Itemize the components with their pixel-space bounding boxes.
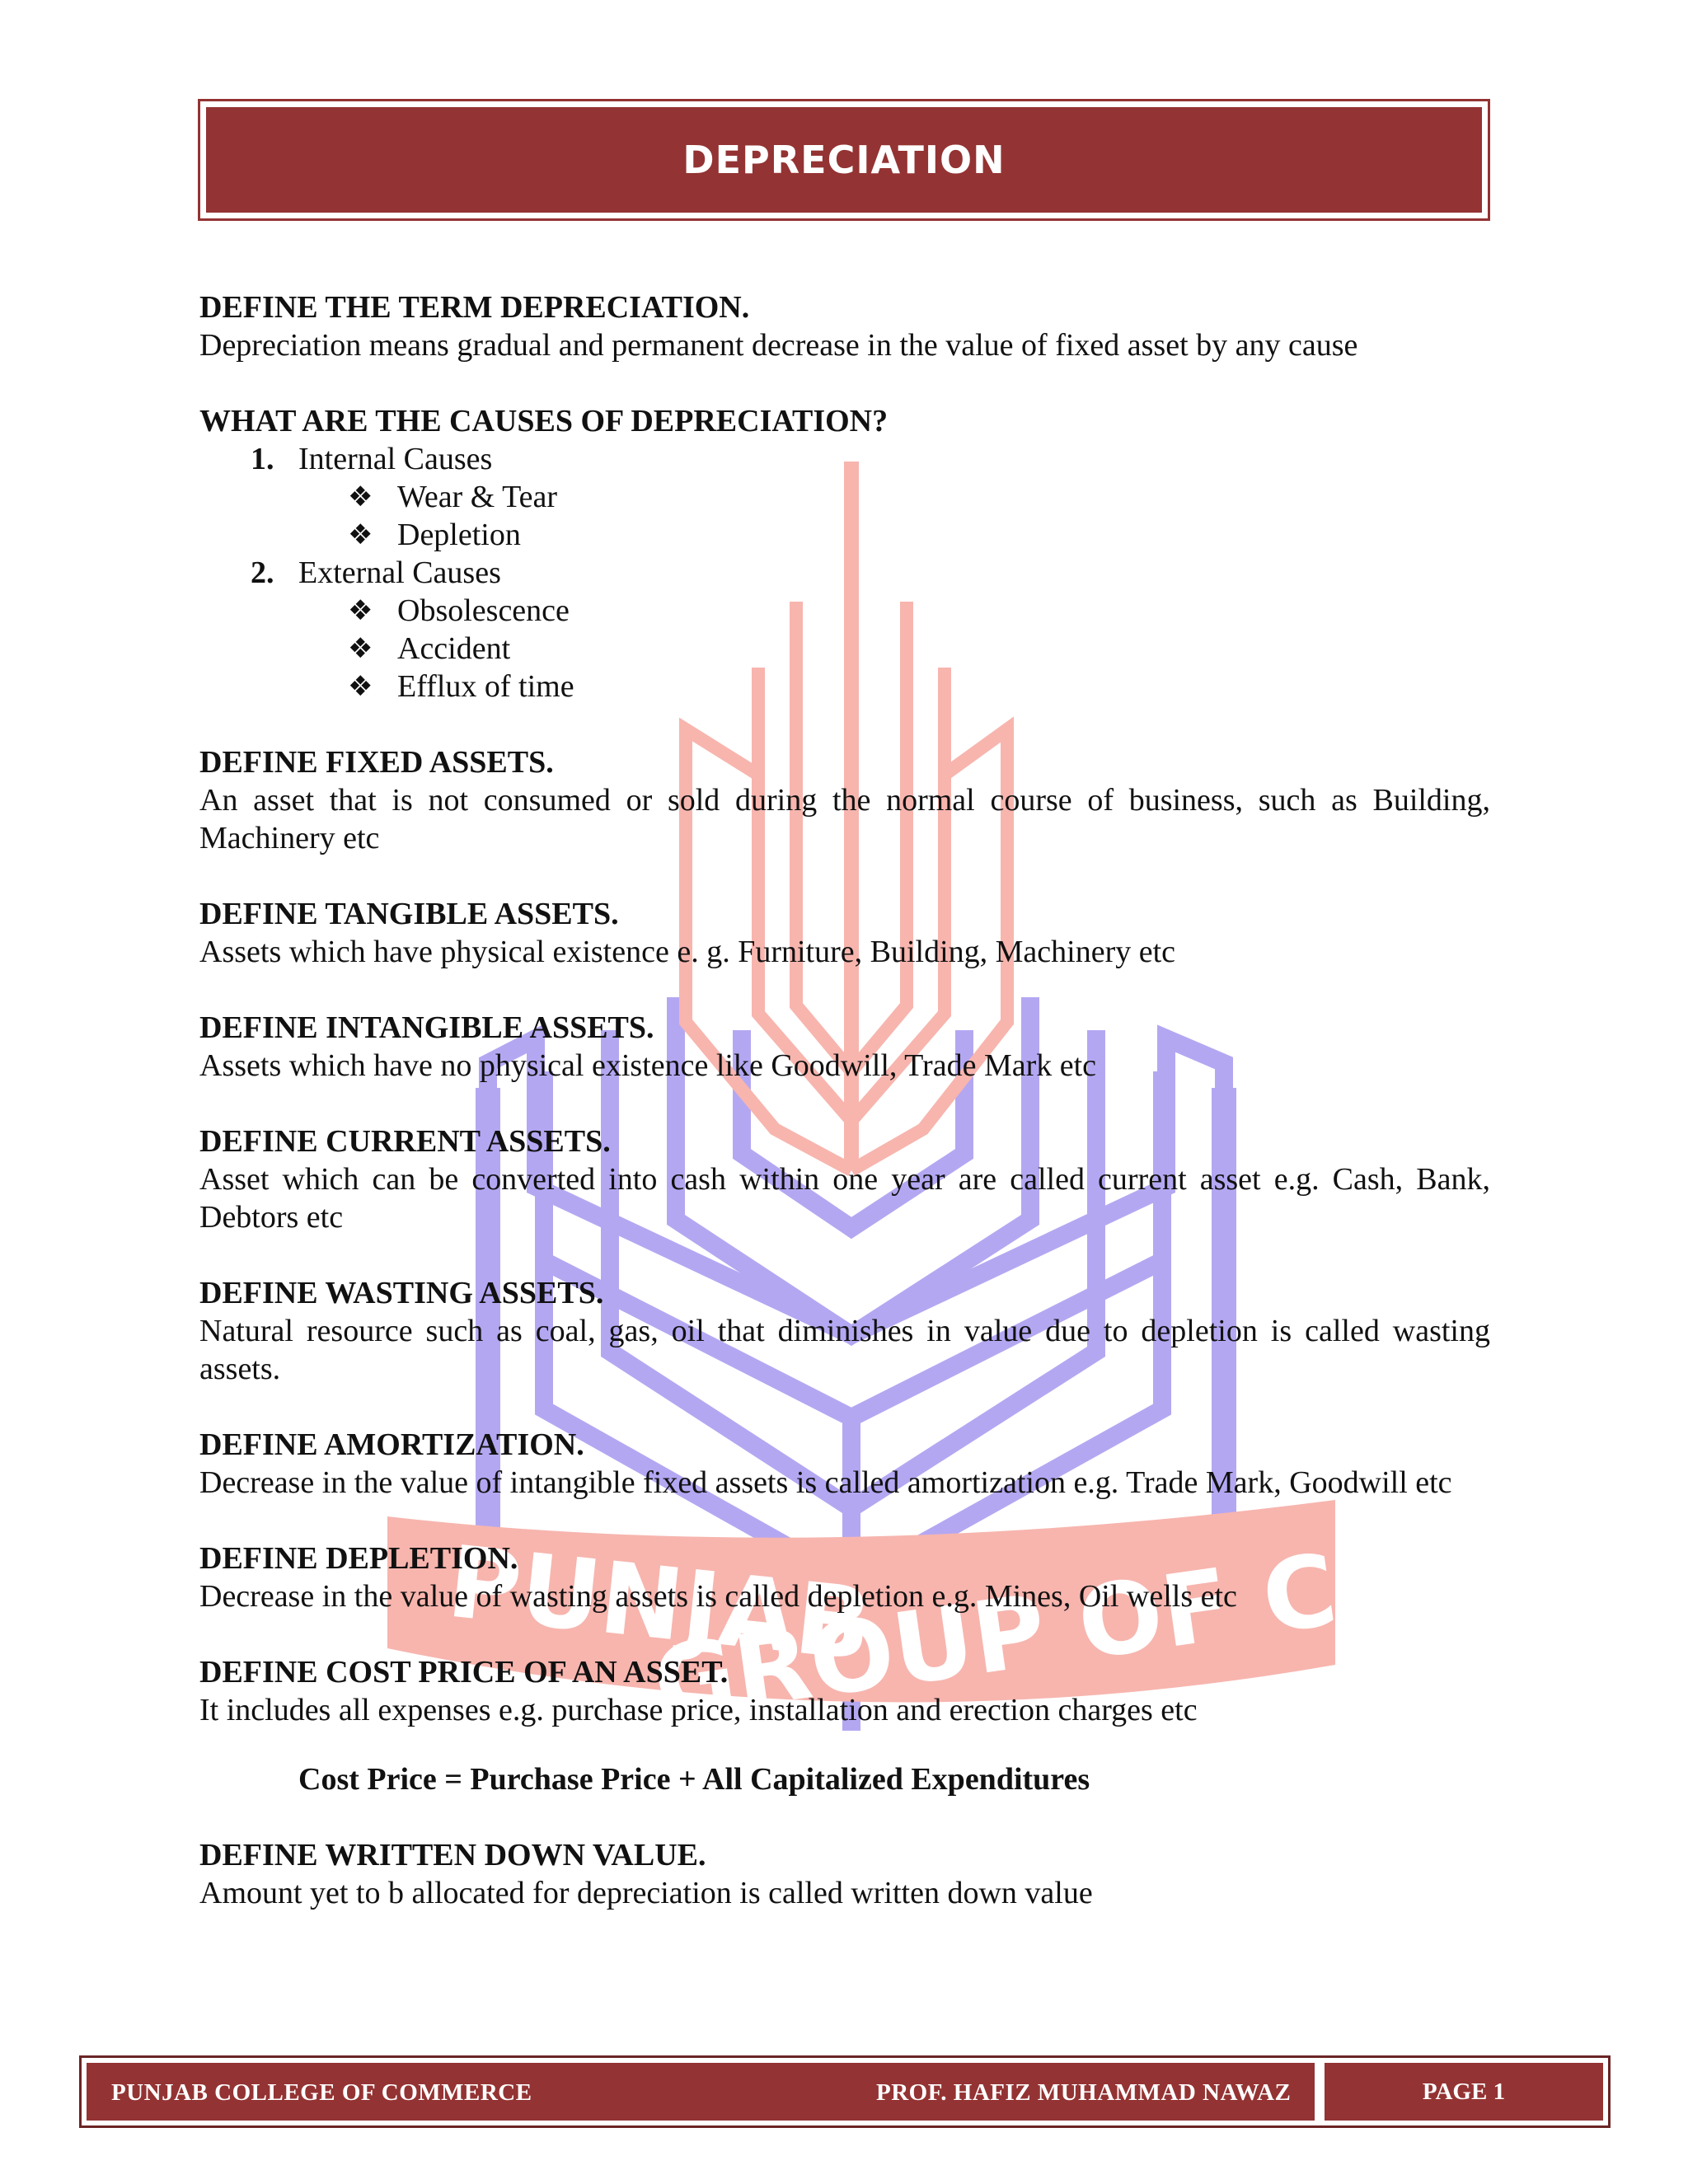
list-number: 1. [251,442,274,476]
section-heading: DEFINE CURRENT ASSETS. [199,1124,611,1159]
section-text: Asset which can be converted into cash w… [199,1162,1490,1235]
section-heading: DEFINE FIXED ASSETS. [199,745,554,780]
section-heading: DEFINE TANGIBLE ASSETS. [199,897,619,931]
section-amortization: DEFINE AMORTIZATION. Decrease in the val… [199,1426,1490,1502]
footer-right-panel: PAGE 1 [1325,2063,1603,2121]
section-heading: DEFINE COST PRICE OF AN ASSET. [199,1655,729,1690]
list-item: 2. External Causes [251,554,1490,592]
section-heading: DEFINE INTANGIBLE ASSETS. [199,1010,654,1045]
diamond-bullet-icon: ❖ [348,518,373,551]
diamond-bullet-icon: ❖ [348,632,373,665]
section-heading: DEFINE THE TERM DEPRECIATION. [199,290,750,325]
section-current-assets: DEFINE CURRENT ASSETS. Asset which can b… [199,1122,1490,1236]
list-number: 2. [251,555,274,590]
page-title: DEPRECIATION [682,138,1006,182]
title-banner: DEPRECIATION [198,99,1490,221]
diamond-bullet-icon: ❖ [348,594,373,627]
footer-page-number: PAGE 1 [1422,2078,1506,2105]
section-text: Decrease in the value of intangible fixe… [199,1465,1452,1500]
section-wasting-assets: DEFINE WASTING ASSETS. Natural resource … [199,1274,1490,1388]
section-heading: DEFINE WRITTEN DOWN VALUE. [199,1838,706,1872]
section-fixed-assets: DEFINE FIXED ASSETS. An asset that is no… [199,743,1490,857]
footer-college-name: PUNJAB COLLEGE OF COMMERCE [111,2079,532,2106]
section-text: An asset that is not consumed or sold du… [199,783,1490,855]
bullet-item: ❖ Depletion [348,516,1490,554]
section-text: Decrease in the value of wasting assets … [199,1579,1237,1614]
bullet-text: Wear & Tear [397,480,558,514]
list-label: Internal Causes [298,442,493,476]
cost-price-formula: Cost Price = Purchase Price + All Capita… [298,1762,1090,1797]
section-heading: DEFINE DEPLETION. [199,1541,518,1576]
bullet-item: ❖ Wear & Tear [348,478,1490,516]
bullet-text: Accident [397,631,511,666]
section-text: Depreciation means gradual and permanent… [199,328,1358,363]
bullet-item: ❖ Efflux of time [348,668,1490,705]
title-banner-fill: DEPRECIATION [206,107,1482,213]
footer-left-panel: PUNJAB COLLEGE OF COMMERCE PROF. HAFIZ M… [87,2063,1315,2121]
section-intangible-assets: DEFINE INTANGIBLE ASSETS. Assets which h… [199,1009,1490,1085]
bullet-text: Depletion [397,518,521,552]
list-item: 1. Internal Causes [251,440,1490,478]
section-depletion: DEFINE DEPLETION. Decrease in the value … [199,1540,1490,1615]
bullet-item: ❖ Obsolescence [348,592,1490,630]
list-label: External Causes [298,555,501,590]
section-text: Amount yet to b allocated for depreciati… [199,1876,1093,1910]
section-tangible-assets: DEFINE TANGIBLE ASSETS. Assets which hav… [199,895,1490,971]
diamond-bullet-icon: ❖ [348,480,373,513]
document-body: DEFINE THE TERM DEPRECIATION. Depreciati… [199,288,1490,1950]
bullet-item: ❖ Accident [348,630,1490,668]
section-heading: DEFINE WASTING ASSETS. [199,1276,604,1310]
section-written-down-value: DEFINE WRITTEN DOWN VALUE. Amount yet to… [199,1836,1490,1912]
section-causes: WHAT ARE THE CAUSES OF DEPRECIATION? 1. … [199,402,1490,705]
section-text: Natural resource such as coal, gas, oil … [199,1314,1490,1386]
section-cost-price: DEFINE COST PRICE OF AN ASSET. It includ… [199,1653,1490,1798]
bullet-text: Obsolescence [397,593,570,628]
section-text: Assets which have no physical existence … [199,1048,1097,1083]
section-heading: DEFINE AMORTIZATION. [199,1427,584,1462]
section-text: It includes all expenses e.g. purchase p… [199,1693,1198,1727]
section-heading: WHAT ARE THE CAUSES OF DEPRECIATION? [199,404,889,438]
footer-author-name: PROF. HAFIZ MUHAMMAD NAWAZ [876,2079,1292,2106]
section-depreciation: DEFINE THE TERM DEPRECIATION. Depreciati… [199,288,1490,364]
bullet-text: Efflux of time [397,669,574,704]
diamond-bullet-icon: ❖ [348,670,373,703]
section-text: Assets which have physical existence e. … [199,935,1176,969]
page-footer: PUNJAB COLLEGE OF COMMERCE PROF. HAFIZ M… [79,2055,1611,2128]
